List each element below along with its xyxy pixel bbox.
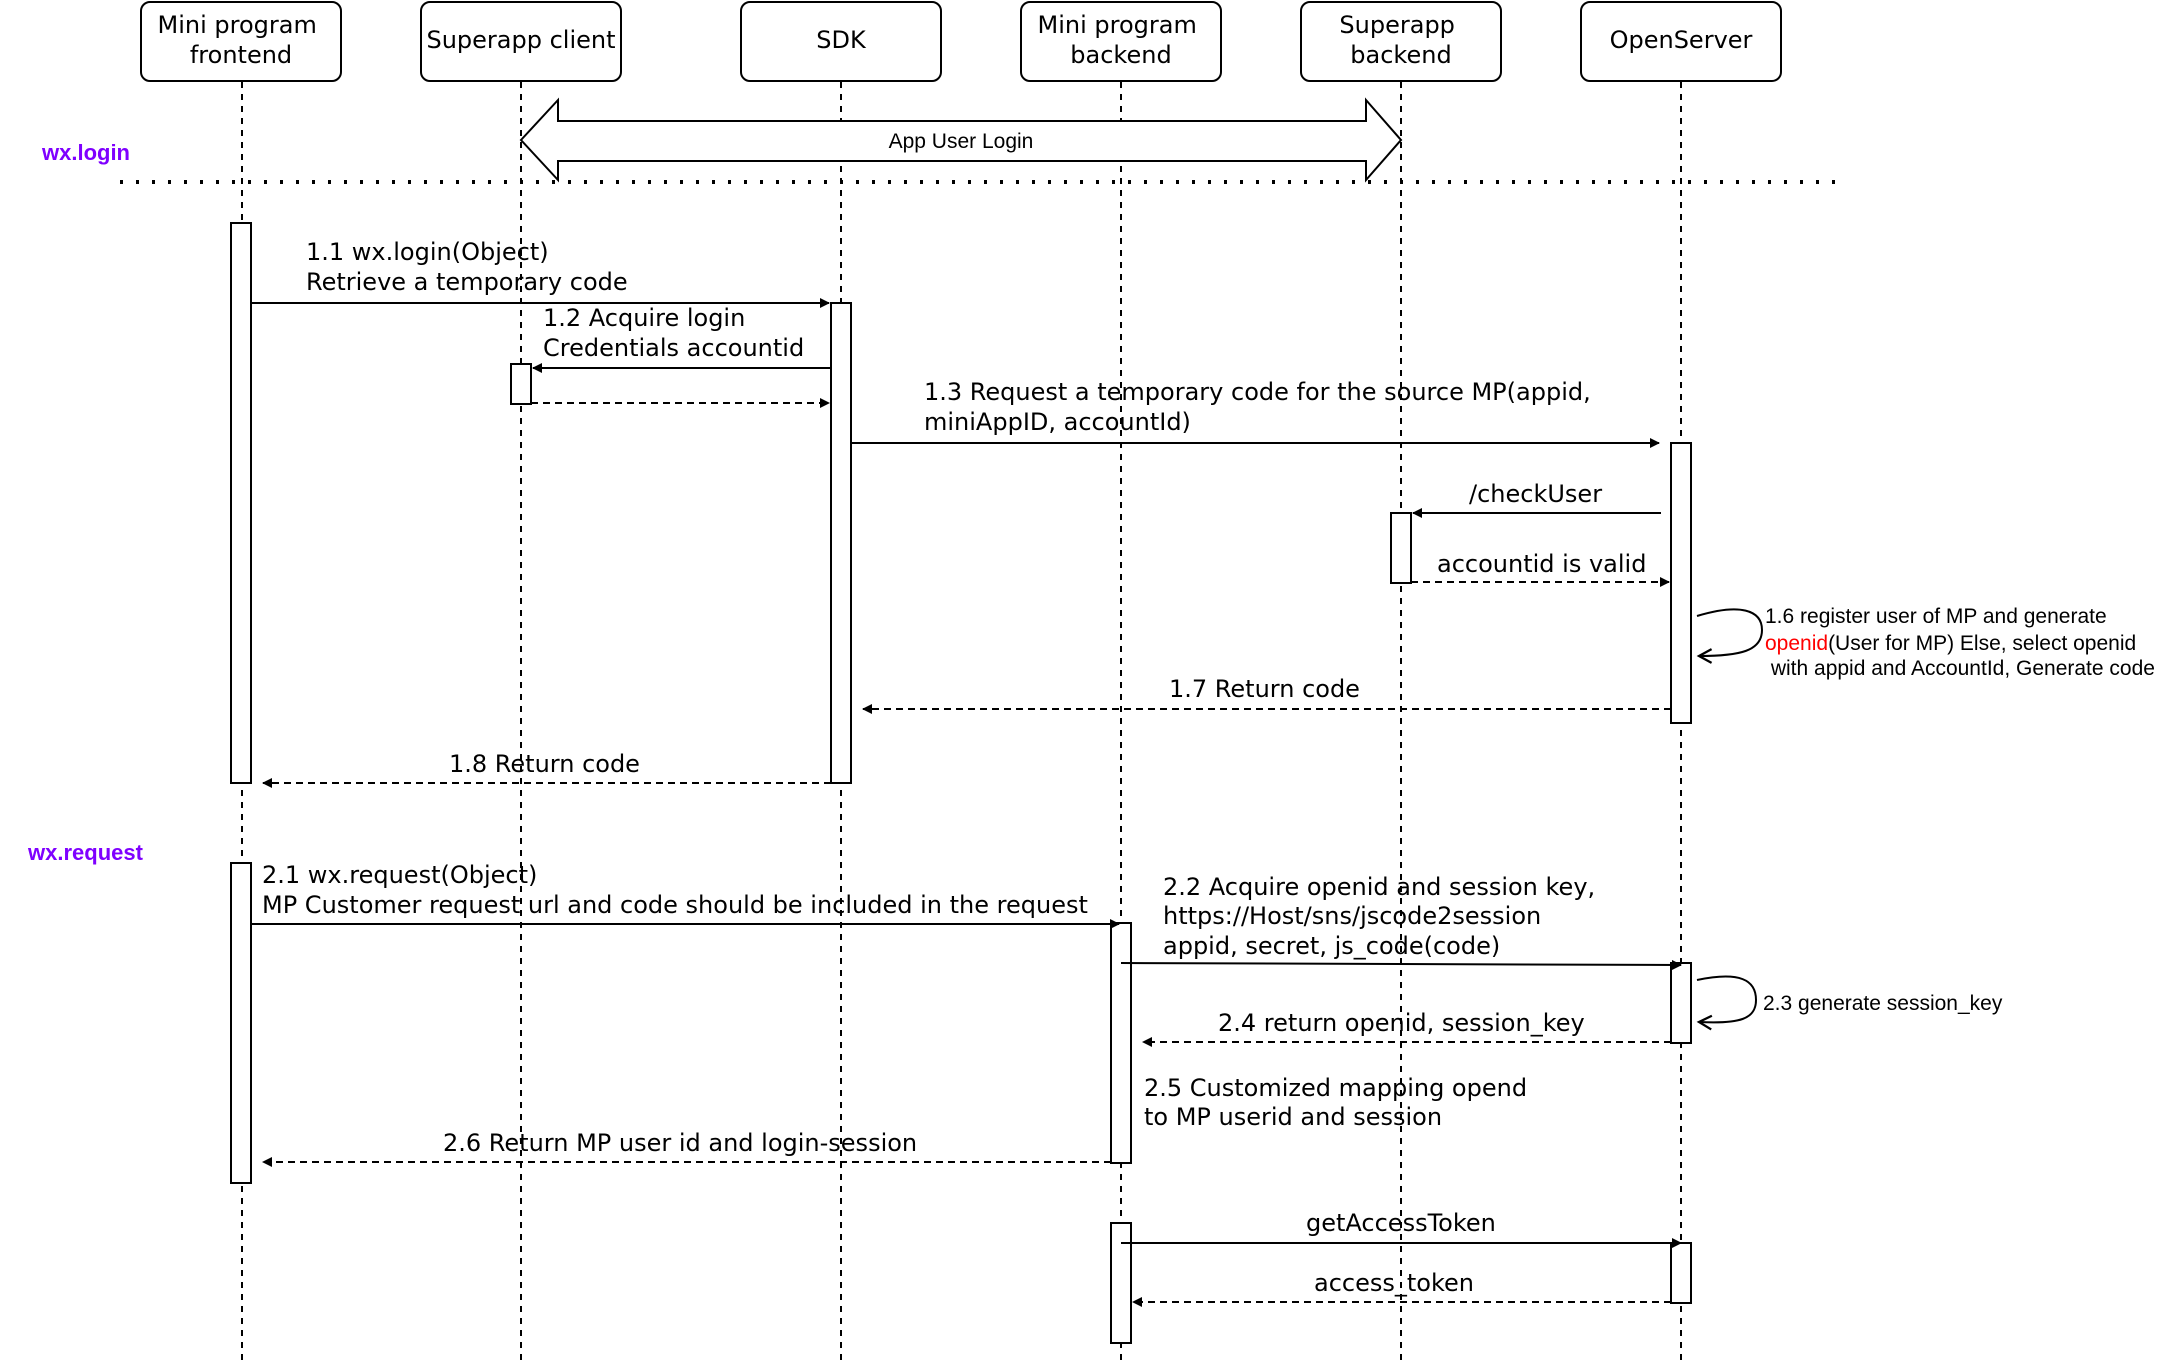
message-label-line3: appid, secret, js_code(code) bbox=[1163, 932, 1500, 960]
message-2-5: 2.5 Customized mapping opend to MP useri… bbox=[1144, 1074, 1535, 1131]
note-label-line2: to MP userid and session bbox=[1144, 1103, 1442, 1131]
message-access-token: access_token bbox=[1132, 1269, 1671, 1307]
message-label-line2: openid(User for MP) Else, select openid bbox=[1765, 632, 2136, 655]
note-label: 2.5 Customized mapping opend to MP useri… bbox=[1144, 1074, 1535, 1131]
message-1-7: 1.7 Return code bbox=[862, 675, 1671, 714]
activations bbox=[230, 222, 1692, 1344]
highlight-openid: openid bbox=[1765, 632, 1828, 655]
participant-label: Mini program frontend bbox=[158, 11, 325, 69]
participant-sdk[interactable]: SDK bbox=[740, 1, 942, 82]
message-label-line2: MP Customer request url and code should … bbox=[262, 891, 1088, 919]
activation-openserver-session bbox=[1670, 962, 1692, 1044]
message-label-line2: https://Host/sns/jscode2session bbox=[1163, 902, 1541, 930]
activation-openserver-login bbox=[1670, 442, 1692, 724]
participant-superapp-backend[interactable]: Superapp backend bbox=[1300, 1, 1502, 82]
participant-label: Superapp backend bbox=[1339, 11, 1462, 69]
message-1-5: accountid is valid bbox=[1411, 550, 1670, 587]
message-2-2: 2.2 Acquire openid and session key, http… bbox=[1120, 873, 1682, 970]
double-arrow-shape bbox=[519, 97, 1403, 183]
participant-superapp-client[interactable]: Superapp client bbox=[420, 1, 622, 82]
message-label-line1: 2.2 Acquire openid and session key, bbox=[1163, 873, 1595, 901]
message-label: getAccessToken bbox=[1306, 1209, 1496, 1237]
message-label: /checkUser bbox=[1469, 480, 1602, 508]
message-label-line1: 1.2 Acquire login bbox=[543, 304, 745, 332]
message-label: 2.1 wx.request(Object) MP Customer reque… bbox=[262, 861, 1088, 919]
participant-label: Mini program backend bbox=[1038, 11, 1205, 69]
message-2-6: 2.6 Return MP user id and login-session bbox=[262, 1129, 1111, 1167]
message-label-line2: Credentials accountid bbox=[543, 334, 804, 362]
self-call-arrow bbox=[1696, 608, 1764, 656]
participant-label: SDK bbox=[816, 26, 867, 54]
message-label: 1.8 Return code bbox=[449, 750, 640, 778]
message-label: 2.2 Acquire openid and session key, http… bbox=[1163, 873, 1603, 960]
message-1-4: /checkUser bbox=[1412, 480, 1661, 518]
message-label: 1.3 Request a temporary code for the sou… bbox=[924, 378, 1598, 436]
participant-label-line2: backend bbox=[1350, 41, 1451, 69]
activation-superapp-backend bbox=[1390, 512, 1412, 584]
message-get-access-token: getAccessToken bbox=[1121, 1209, 1682, 1248]
participant-mp-frontend[interactable]: Mini program frontend bbox=[140, 1, 342, 82]
participant-label-line2: frontend bbox=[190, 41, 292, 69]
message-label: 2.3 generate session_key bbox=[1763, 992, 2003, 1015]
banner-label: App User Login bbox=[889, 130, 1034, 153]
activation-sdk bbox=[830, 302, 852, 784]
message-1-1: 1.1 wx.login(Object) Retrieve a temporar… bbox=[251, 238, 830, 308]
activation-mp-frontend-login bbox=[230, 222, 252, 784]
message-label: accountid is valid bbox=[1437, 550, 1646, 578]
self-call-arrow bbox=[1697, 975, 1758, 1023]
section-label-wx-request: wx.request bbox=[27, 840, 144, 865]
message-1-6: 1.6 register user of MP and generate ope… bbox=[1696, 605, 2155, 680]
message-label-line1: 1.1 wx.login(Object) bbox=[306, 238, 549, 266]
note-label-line1: 2.5 Customized mapping opend bbox=[1144, 1074, 1527, 1102]
participant-label-line1: Mini program bbox=[158, 11, 317, 39]
message-label-line1: 2.1 wx.request(Object) bbox=[262, 861, 537, 889]
message-label-line1: 1.3 Request a temporary code for the sou… bbox=[924, 378, 1591, 406]
message-arrow bbox=[1120, 959, 1682, 970]
message-label-line2: Retrieve a temporary code bbox=[306, 268, 628, 296]
message-1-3: 1.3 Request a temporary code for the sou… bbox=[851, 378, 1660, 448]
activation-superapp-client bbox=[510, 363, 532, 405]
message-label-line2: miniAppID, accountId) bbox=[924, 408, 1191, 436]
participant-label-line1: Superapp bbox=[1339, 11, 1455, 39]
message-2-4: 2.4 return openid, session_key bbox=[1142, 1009, 1671, 1047]
message-label-line1: 1.6 register user of MP and generate bbox=[1765, 605, 2107, 628]
message-label: 2.4 return openid, session_key bbox=[1218, 1009, 1585, 1037]
participant-openserver[interactable]: OpenServer bbox=[1580, 1, 1782, 82]
participant-label-line2: backend bbox=[1070, 41, 1171, 69]
activation-mp-backend-token bbox=[1110, 1222, 1132, 1344]
message-1-8: 1.8 Return code bbox=[262, 750, 831, 788]
participant-label: OpenServer bbox=[1610, 26, 1753, 54]
app-user-login-banner: App User Login bbox=[519, 97, 1403, 183]
message-2-1: 2.1 wx.request(Object) MP Customer reque… bbox=[251, 861, 1120, 929]
activation-mp-backend-request bbox=[1110, 922, 1132, 1164]
message-label: 2.6 Return MP user id and login-session bbox=[443, 1129, 917, 1157]
message-2-3: 2.3 generate session_key bbox=[1697, 975, 2003, 1023]
message-label: 1.2 Acquire login Credentials accountid bbox=[543, 304, 804, 362]
message-label: 1.1 wx.login(Object) Retrieve a temporar… bbox=[306, 238, 628, 296]
activation-openserver-token bbox=[1670, 1242, 1692, 1304]
message-label-line3: with appid and AccountId, Generate code bbox=[1765, 657, 2155, 680]
section-label-wx-login: wx.login bbox=[41, 140, 130, 165]
message-label: access_token bbox=[1314, 1269, 1474, 1297]
message-label: 1.7 Return code bbox=[1169, 675, 1360, 703]
participant-mp-backend[interactable]: Mini program backend bbox=[1020, 1, 1222, 82]
message-1-2: 1.2 Acquire login Credentials accountid bbox=[532, 304, 831, 373]
participant-label: Superapp client bbox=[426, 26, 615, 54]
activation-mp-frontend-request bbox=[230, 862, 252, 1184]
message-label-rest: (User for MP) Else, select openid bbox=[1828, 632, 2136, 655]
participant-label-line1: Mini program bbox=[1038, 11, 1197, 39]
